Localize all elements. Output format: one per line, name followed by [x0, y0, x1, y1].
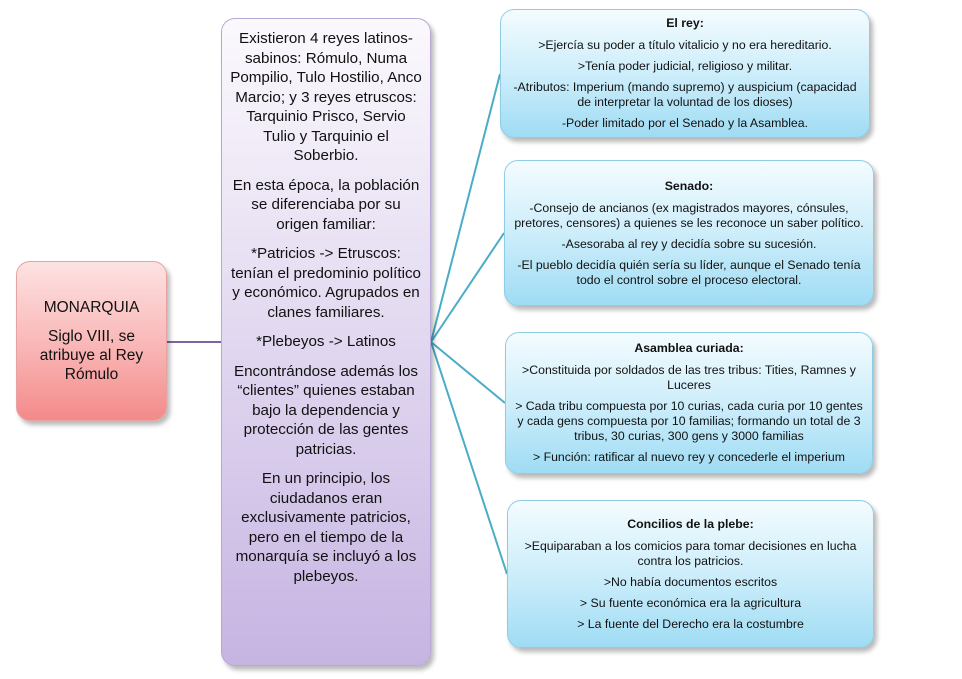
- center-paragraph: *Plebeyos -> Latinos: [256, 333, 396, 350]
- connector-center-concilios: [430, 341, 508, 575]
- center-paragraph: Existieron 4 reyes latinos-sabinos: Rómu…: [230, 30, 422, 164]
- leaf-item: -Asesoraba al rey y decidía sobre su suc…: [561, 236, 817, 251]
- leaf-item: -Atributos: Imperium (mando supremo) y a…: [513, 80, 857, 109]
- center-paragraph: En esta época, la población se diferenci…: [232, 176, 420, 233]
- root-title: MONARQUIA: [43, 299, 140, 316]
- leaf-item: > Cada tribu compuesta por 10 curias, ca…: [515, 399, 863, 443]
- node-monarquia: MONARQUIA Siglo VIII, se atribuye al Rey…: [16, 261, 167, 421]
- center-paragraph: En un principio, los ciudadanos eran exc…: [235, 470, 417, 585]
- node-concilios-de-la-plebe: Concilios de la plebe: >Equiparaban a lo…: [507, 500, 874, 648]
- connector-center-rey: [430, 73, 501, 343]
- leaf-item: >No había documentos escritos: [603, 574, 778, 589]
- leaf-item: > La fuente del Derecho era la costumbre: [577, 616, 804, 631]
- leaf-title: Concilios de la plebe:: [627, 516, 754, 531]
- leaf-item: >Constituida por soldados de las tres tr…: [522, 363, 856, 392]
- leaf-item: >Equiparaban a los comicios para tomar d…: [524, 538, 857, 568]
- leaf-item: > Función: ratificar al nuevo rey y conc…: [532, 450, 845, 464]
- leaf-title: Senado:: [664, 178, 714, 193]
- node-description: Existieron 4 reyes latinos-sabinos: Rómu…: [221, 18, 431, 666]
- leaf-item: > Su fuente económica era la agricultura: [579, 595, 802, 610]
- leaf-title: Asamblea curiada:: [634, 341, 744, 355]
- root-subtitle: Siglo VIII, se atribuye al Rey Rómulo: [39, 328, 144, 383]
- leaf-title: El rey:: [666, 16, 704, 30]
- center-paragraph: Encontrándose además los “clientes” quie…: [233, 362, 419, 458]
- node-asamblea-curiada: Asamblea curiada: >Constituida por solda…: [505, 332, 873, 474]
- leaf-item: -Consejo de ancianos (ex magistrados may…: [514, 200, 864, 230]
- connector-center-asamblea: [430, 341, 506, 404]
- center-paragraph: *Patricios -> Etruscos: tenían el predom…: [231, 245, 421, 321]
- leaf-item: -Poder limitado por el Senado y la Asamb…: [561, 116, 809, 130]
- leaf-item: >Tenía poder judicial, religioso y milit…: [577, 59, 793, 73]
- leaf-item: >Ejercía su poder a título vitalicio y n…: [538, 38, 832, 52]
- connector-center-senado: [430, 232, 505, 343]
- node-senado: Senado: -Consejo de ancianos (ex magistr…: [504, 160, 874, 306]
- node-el-rey: El rey: >Ejercía su poder a título vital…: [500, 9, 870, 138]
- leaf-item: -El pueblo decidía quién sería su líder,…: [517, 257, 861, 287]
